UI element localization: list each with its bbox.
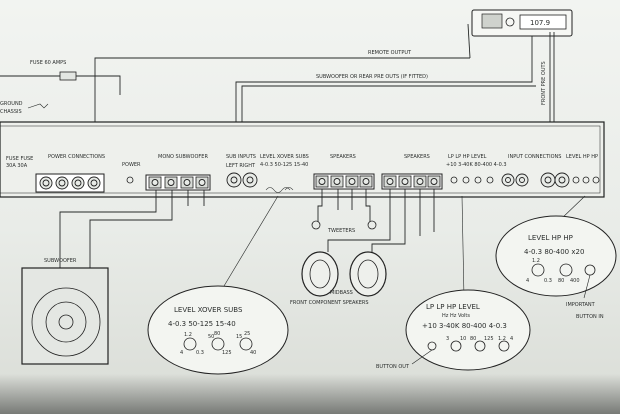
fuse-fuse-label: FUSE FUSE	[6, 156, 33, 162]
callout-front-k-f: 4	[510, 336, 513, 342]
button-in-label: BUTTON IN	[576, 314, 604, 320]
callout-sub-k3-c: 40	[250, 350, 256, 356]
sub-in-lr-label: LEFT RIGHT	[226, 163, 256, 169]
radio-display: 107.9	[530, 19, 550, 27]
callout-front-values: +10 3-40K 80-400 4-0.3	[422, 322, 507, 330]
front-component-speakers-label: FRONT COMPONENT SPEAKERS	[290, 300, 369, 306]
button-out-label: BUTTON OUT	[376, 364, 410, 370]
callout-rear-values: 4-0.3 80-400 x20	[524, 248, 584, 256]
callout-front-k-d: 125	[484, 336, 494, 342]
subwoofer-label: SUBWOOFER	[44, 258, 77, 264]
ground-symbol	[27, 103, 49, 109]
callout-sub-k1-c: 4	[180, 350, 183, 356]
callout-sub-k1-b: 0.3	[196, 350, 204, 356]
callout-front-k-e: 1.2	[498, 336, 506, 342]
power-terminals	[35, 173, 105, 193]
power-led	[126, 176, 134, 184]
remote-output-label: REMOTE OUTPUT	[368, 50, 412, 56]
rear-panel-knobs	[572, 176, 600, 184]
subwoofer-box	[21, 267, 109, 365]
callout-front-title: LP LP HP LEVEL	[426, 303, 480, 311]
callout-sub-k3-b: 25	[244, 331, 250, 337]
photo-bottom-shadow	[0, 374, 620, 414]
input-connections-label: INPUT CONNECTIONS	[508, 154, 561, 160]
callout-rear-k-a: 1.2	[532, 258, 540, 264]
callout-front-units: Hz Hz Volts	[442, 313, 470, 319]
important-label: IMPORTANT	[566, 302, 596, 308]
speakers-label-1: SPEAKERS	[330, 154, 356, 160]
tweeters-label: TWEETERS	[327, 228, 355, 234]
sub-inputs-label: SUB INPUTS	[226, 154, 256, 160]
mono-subwoofer-label: MONO SUBWOOFER	[158, 154, 208, 160]
callout-sub-k2-b: 80	[214, 331, 220, 337]
lp-values-top-label: +10 3-40K 80-400 4-0.3	[446, 162, 507, 168]
speakers-label-2: SPEAKERS	[404, 154, 430, 160]
callout-sub-k2-c: 125	[222, 350, 232, 356]
level-ranges-top-label: 4-0.3 50-125 15-40	[260, 162, 308, 168]
callout-sub-controls: LEVEL XOVER SUBS 4-0.3 50-125 15-40 1.2 …	[147, 285, 289, 375]
speaker-terminals-1	[313, 173, 375, 190]
ground-label: GROUND	[0, 101, 23, 107]
sub-rear-preouts-label: SUBWOOFER OR REAR PRE OUTS (IF FITTED)	[316, 74, 428, 80]
fuse-holder	[59, 71, 77, 81]
callout-sub-k3-a: 15	[236, 334, 242, 340]
callout-sub-k1-a: 1.2	[184, 332, 192, 338]
callout-front-k-b: 10	[460, 336, 466, 342]
callout-rear-k-b: 4	[526, 278, 529, 284]
callout-front-k-c: 80	[470, 336, 476, 342]
power-connections-label: POWER CONNECTIONS	[48, 154, 105, 160]
power-label: POWER	[122, 162, 141, 168]
front-panel-knobs	[450, 176, 494, 184]
callout-rear-k-c: 0.3	[544, 278, 552, 284]
level-hp-hp-top-label: LEVEL HP HP	[566, 154, 598, 160]
callout-sub-title: LEVEL XOVER SUBS	[174, 306, 243, 314]
callout-rear-controls: LEVEL HP HP 4-0.3 80-400 x20 1.2 4 0.3 8…	[495, 215, 617, 297]
chassis-label: CHASSIS	[0, 109, 22, 115]
fuse-values-label: 30A 30A	[6, 163, 28, 169]
midbass-label: MIDBASS	[330, 290, 353, 296]
lp-lp-hp-level-top-label: LP LP HP LEVEL	[448, 154, 487, 160]
tweeter-icons	[311, 220, 377, 230]
mono-sub-terminals	[145, 174, 211, 191]
fuse-label: FUSE 60 AMPS	[30, 60, 66, 66]
callout-rear-title: LEVEL HP HP	[528, 234, 573, 242]
speaker-terminals-2	[381, 173, 443, 190]
callout-rear-k-e: 400	[570, 278, 580, 284]
midbass-speakers	[301, 251, 387, 297]
level-xover-subs-top-label: LEVEL XOVER SUBS	[260, 154, 309, 160]
callout-front-controls: LP LP HP LEVEL Hz Hz Volts +10 3-40K 80-…	[405, 289, 531, 371]
callout-front-k-a: 3	[446, 336, 449, 342]
callout-sub-k2-a: 50	[208, 334, 214, 340]
callout-rear-k-d: 80	[558, 278, 564, 284]
input-rca-jacks	[501, 172, 570, 188]
head-unit: 107.9	[471, 9, 573, 37]
front-pre-outs-label: FRONT PRE OUTS	[541, 61, 547, 105]
callout-sub-values: 4-0.3 50-125 15-40	[168, 320, 236, 328]
